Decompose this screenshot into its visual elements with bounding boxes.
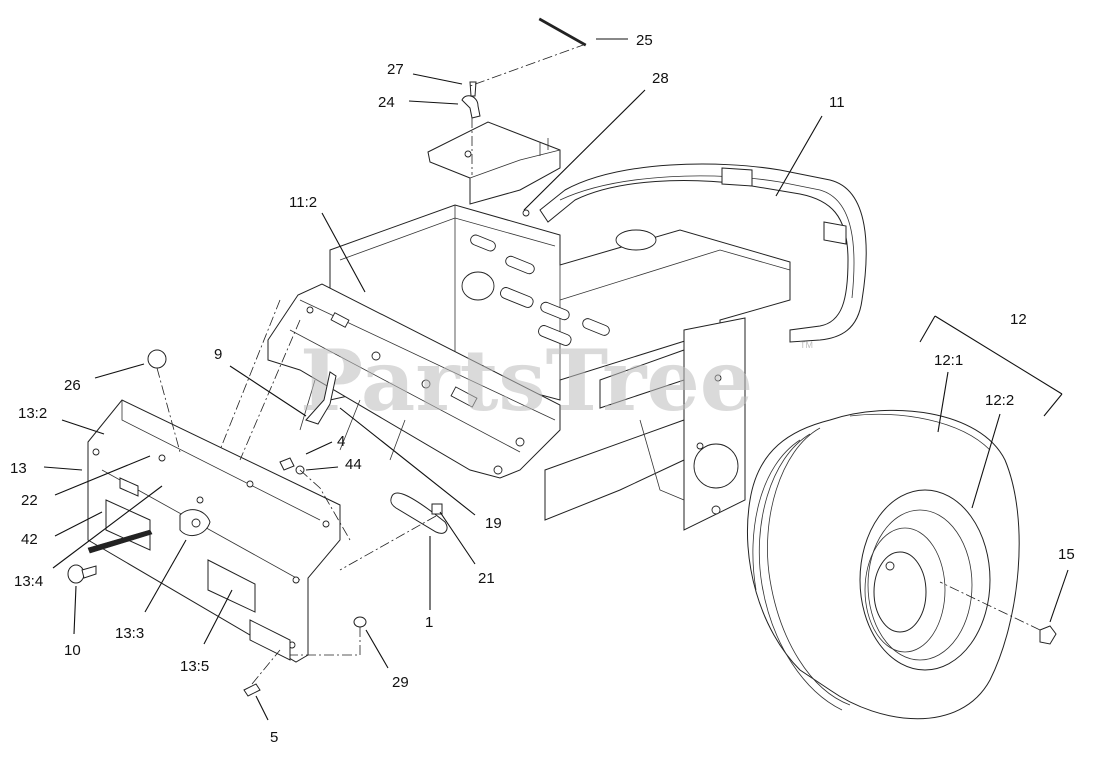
nut-15 (1039, 625, 1057, 645)
callout-13: 13 (10, 460, 27, 477)
callout-28: 28 (652, 70, 669, 87)
bumper-29 (353, 616, 367, 628)
callout-12-1: 12:1 (934, 352, 963, 369)
rear-frame-assembly (267, 121, 867, 531)
callout-13-4: 13:4 (14, 573, 43, 590)
callout-13-3: 13:3 (115, 625, 144, 642)
callout-21: 21 (478, 570, 495, 587)
callout-13-5: 13:5 (180, 658, 209, 675)
callout-42: 42 (21, 531, 38, 548)
callout-5: 5 (270, 729, 278, 746)
cable-tie-25 (538, 17, 587, 47)
callout-25: 25 (636, 32, 653, 49)
callout-12: 12 (1010, 311, 1027, 328)
callout-12-2: 12:2 (985, 392, 1014, 409)
watermark: PartsTree (300, 331, 753, 430)
nut-21 (431, 503, 443, 515)
callout-19: 19 (485, 515, 502, 532)
callout-22: 22 (21, 492, 38, 509)
callout-13-2: 13:2 (18, 405, 47, 422)
callout-9: 9 (214, 346, 222, 363)
leader-lines (43, 38, 1069, 721)
callout-11-2: 11:2 (289, 194, 317, 211)
clip-24 (461, 95, 481, 119)
callout-10: 10 (64, 642, 81, 659)
knob-26 (147, 349, 167, 369)
trademark: TM (800, 340, 813, 350)
wheel-assembly-12 (747, 409, 1020, 720)
callout-24: 24 (378, 94, 395, 111)
bolt-5 (243, 683, 261, 697)
bolt-4 (279, 457, 295, 471)
callout-1: 1 (425, 614, 433, 631)
bracket-9 (305, 371, 337, 425)
callout-11: 11 (829, 94, 845, 111)
callout-labels: 25 27 28 24 11 11:2 12 12:1 12:2 9 26 13… (10, 32, 1075, 746)
callout-29: 29 (392, 674, 409, 691)
callout-26: 26 (64, 377, 81, 394)
callout-4: 4 (337, 433, 345, 450)
callout-15: 15 (1058, 546, 1075, 563)
assembly-lines (156, 43, 1041, 685)
plate-1 (390, 492, 448, 534)
front-panel-13 (67, 399, 341, 663)
callout-27: 27 (387, 61, 404, 78)
callout-44: 44 (345, 456, 362, 473)
